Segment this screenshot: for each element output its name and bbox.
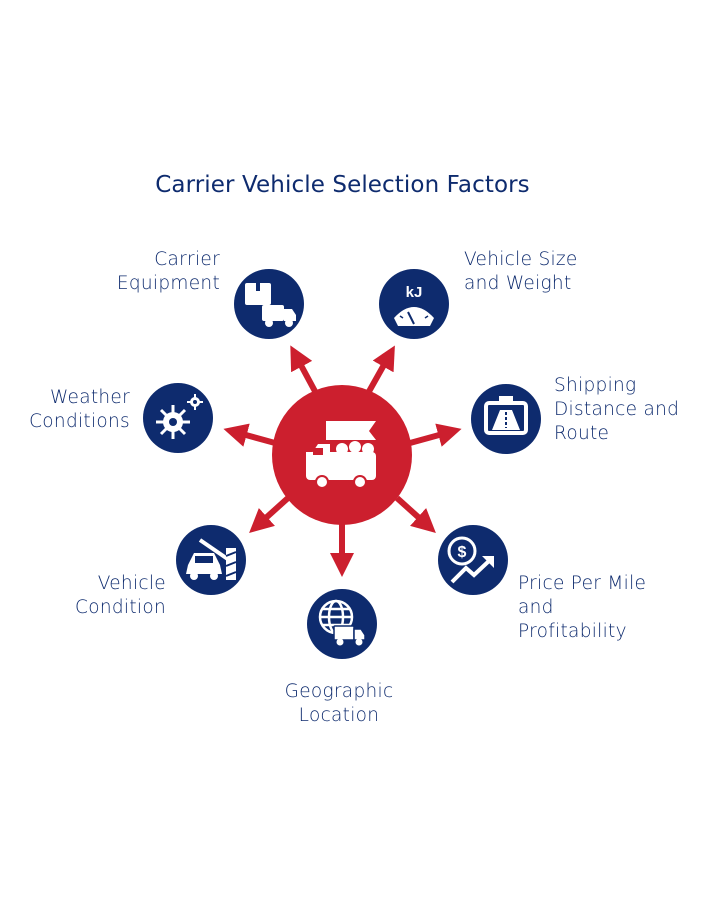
label-vehicle-condition: Vehicle Condition [75,573,166,618]
label-vehicle-size-weight: Vehicle Size and Weight [464,249,578,294]
car-barrier-icon [176,525,246,595]
weather-gears-icon [143,383,213,453]
label-shipping-distance-route: Shipping Distance and Route [554,375,680,444]
diagram-title: Carrier Vehicle Selection Factors [155,172,530,198]
truck-with-flag-icon [306,421,376,489]
road-screen-icon [471,384,541,454]
arrow-to-vehicle-size [364,345,395,397]
label-price-per-mile: Price Per Mile and Profitability [518,573,647,642]
scale-kj-gauge-icon: kJ [379,269,449,339]
truck-with-box-icon [234,269,304,339]
arrow-to-carrier-equipment [290,345,320,397]
spoke-arrows [223,345,462,577]
arrow-to-vehicle-condition [249,495,291,534]
label-carrier-equipment: Carrier Equipment [116,249,220,294]
arrow-to-price-per-mile [394,495,436,534]
label-geographic-location: Geographic Location [284,681,394,726]
globe-truck-icon [307,589,377,659]
arrow-to-shipping-distance [409,423,462,447]
dollar-growth-icon: $ [438,525,508,595]
arrow-to-weather [223,423,276,447]
svg-text:$: $ [458,544,467,561]
label-weather-conditions: Weather Conditions [29,387,130,432]
svg-text:kJ: kJ [406,284,423,301]
center-hub [272,385,412,525]
